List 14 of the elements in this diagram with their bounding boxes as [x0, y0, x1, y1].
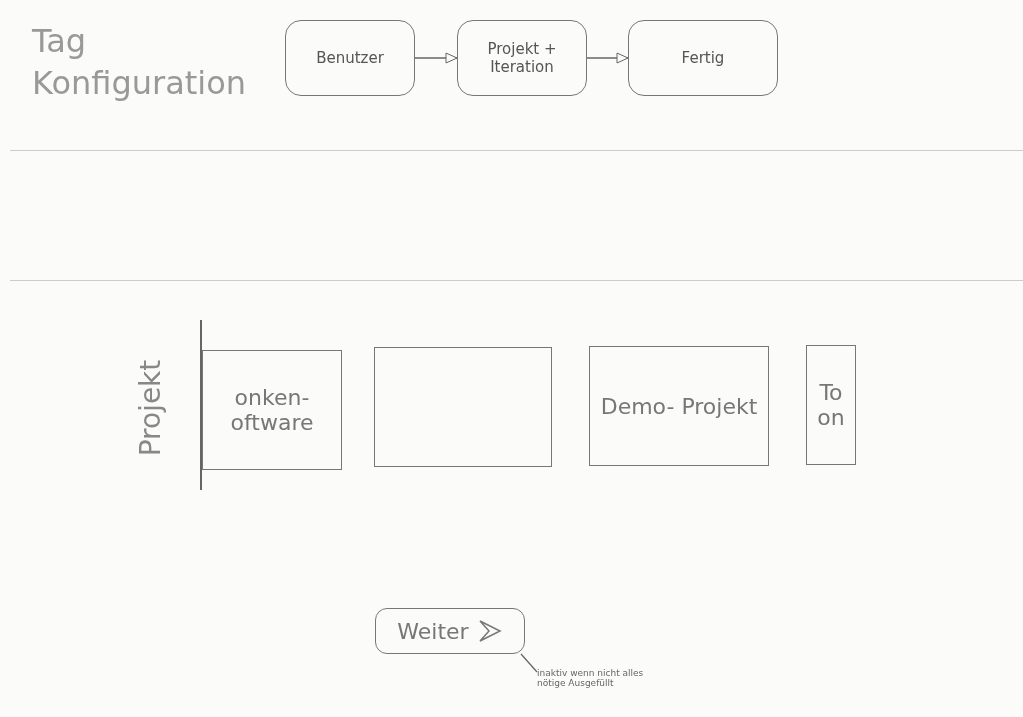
section-heading: Projekt: [134, 358, 167, 459]
leader-line: [520, 653, 538, 673]
project-card: To on: [806, 345, 856, 465]
step-box: Projekt + Iteration: [457, 20, 587, 96]
annotation-note: inaktiv wenn nicht alles nötige Ausgefüllt: [525, 668, 665, 708]
page-title: Tag Konfiguration: [32, 21, 242, 104]
step-box: Benutzer: [285, 20, 415, 96]
step-box: Fertig: [628, 20, 778, 96]
arrow: [414, 52, 458, 64]
next-button: Weiter: [375, 608, 525, 654]
arrow: [586, 52, 629, 64]
project-card: Demo- Projekt: [589, 346, 769, 466]
project-card: onken- oftware: [202, 350, 342, 470]
project-card: [374, 347, 552, 467]
